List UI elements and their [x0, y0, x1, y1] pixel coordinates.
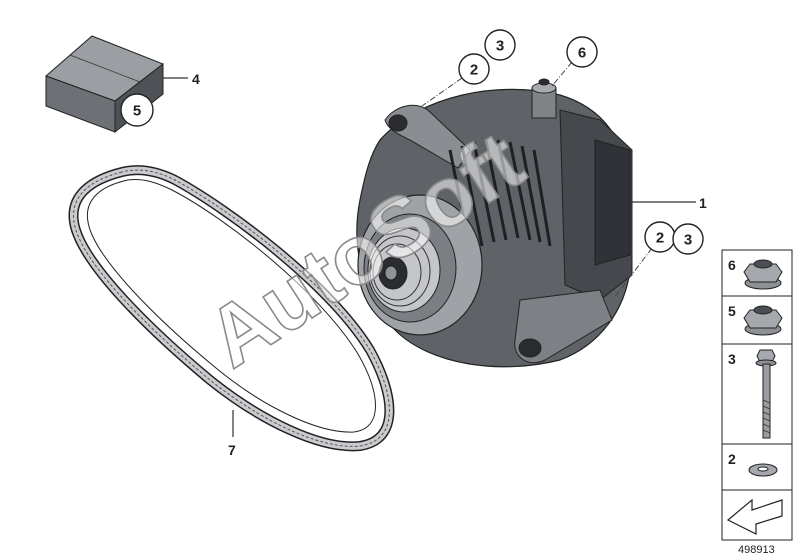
- svg-text:2: 2: [728, 451, 736, 467]
- diagram-number: 498913: [738, 544, 775, 556]
- panel-item-washer-2[interactable]: 2: [728, 451, 778, 477]
- hex-nut-icon: [743, 305, 783, 336]
- drive-belt[interactable]: [68, 165, 395, 452]
- callout-circle-5-cap[interactable]: 5: [120, 93, 154, 127]
- panel-item-nut-5[interactable]: 5: [728, 303, 783, 336]
- alternator[interactable]: [356, 78, 633, 368]
- callout-circle-2-bottom[interactable]: 2: [644, 221, 676, 253]
- callout-circle-3-bottom[interactable]: 3: [672, 223, 704, 255]
- bolt-icon: [755, 349, 777, 439]
- callout-circle-2-top[interactable]: 2: [458, 53, 490, 85]
- svg-text:3: 3: [684, 232, 692, 249]
- svg-text:6: 6: [728, 257, 736, 273]
- svg-text:5: 5: [133, 103, 141, 120]
- washer-icon: [748, 463, 778, 477]
- svg-text:2: 2: [656, 230, 664, 247]
- callout-1: 1: [699, 195, 707, 211]
- svg-text:6: 6: [578, 45, 586, 62]
- leader-line-terminal: [551, 61, 573, 87]
- panel-item-bolt-3[interactable]: 3: [728, 349, 777, 439]
- parts-panel: [721, 249, 793, 541]
- callout-7: 7: [228, 442, 236, 458]
- svg-text:2: 2: [470, 62, 478, 79]
- callout-4: 4: [192, 71, 200, 87]
- svg-text:3: 3: [728, 351, 736, 367]
- panel-item-nut-6[interactable]: 6: [728, 257, 783, 290]
- svg-text:3: 3: [496, 38, 504, 55]
- leader-line-bottom-bolt: [613, 247, 653, 299]
- svg-text:5: 5: [728, 303, 736, 319]
- callout-circle-6[interactable]: 6: [566, 36, 598, 68]
- back-arrow-icon[interactable]: [726, 498, 783, 535]
- callout-circle-3-top[interactable]: 3: [484, 29, 516, 61]
- leader-line-top-bolt: [421, 77, 463, 107]
- flange-nut-icon: [743, 259, 783, 290]
